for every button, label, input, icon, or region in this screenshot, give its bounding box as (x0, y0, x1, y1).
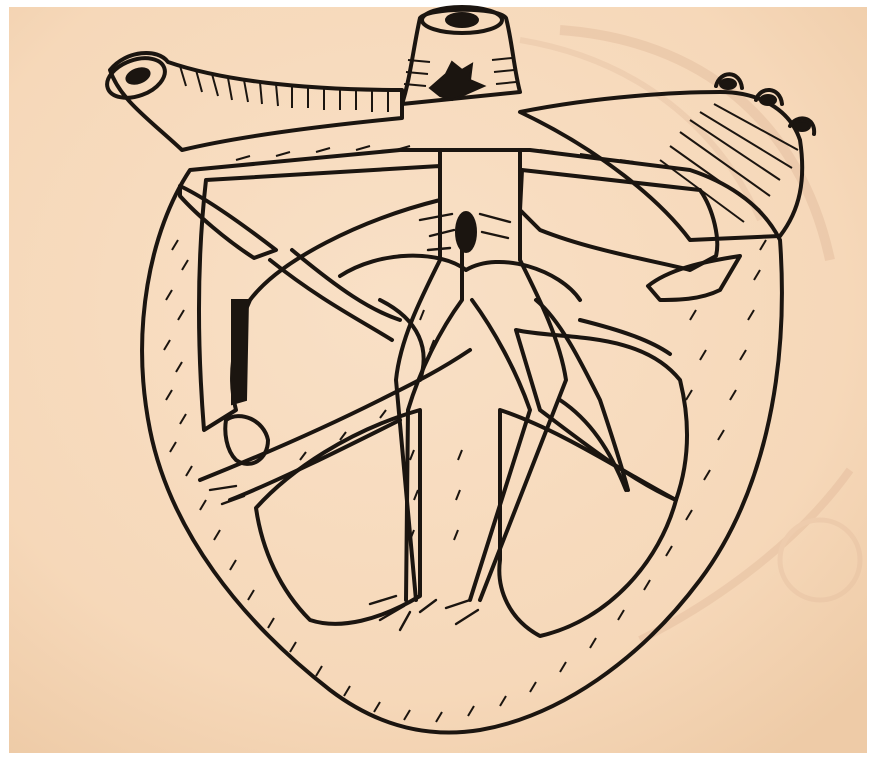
paper-background (9, 7, 867, 753)
